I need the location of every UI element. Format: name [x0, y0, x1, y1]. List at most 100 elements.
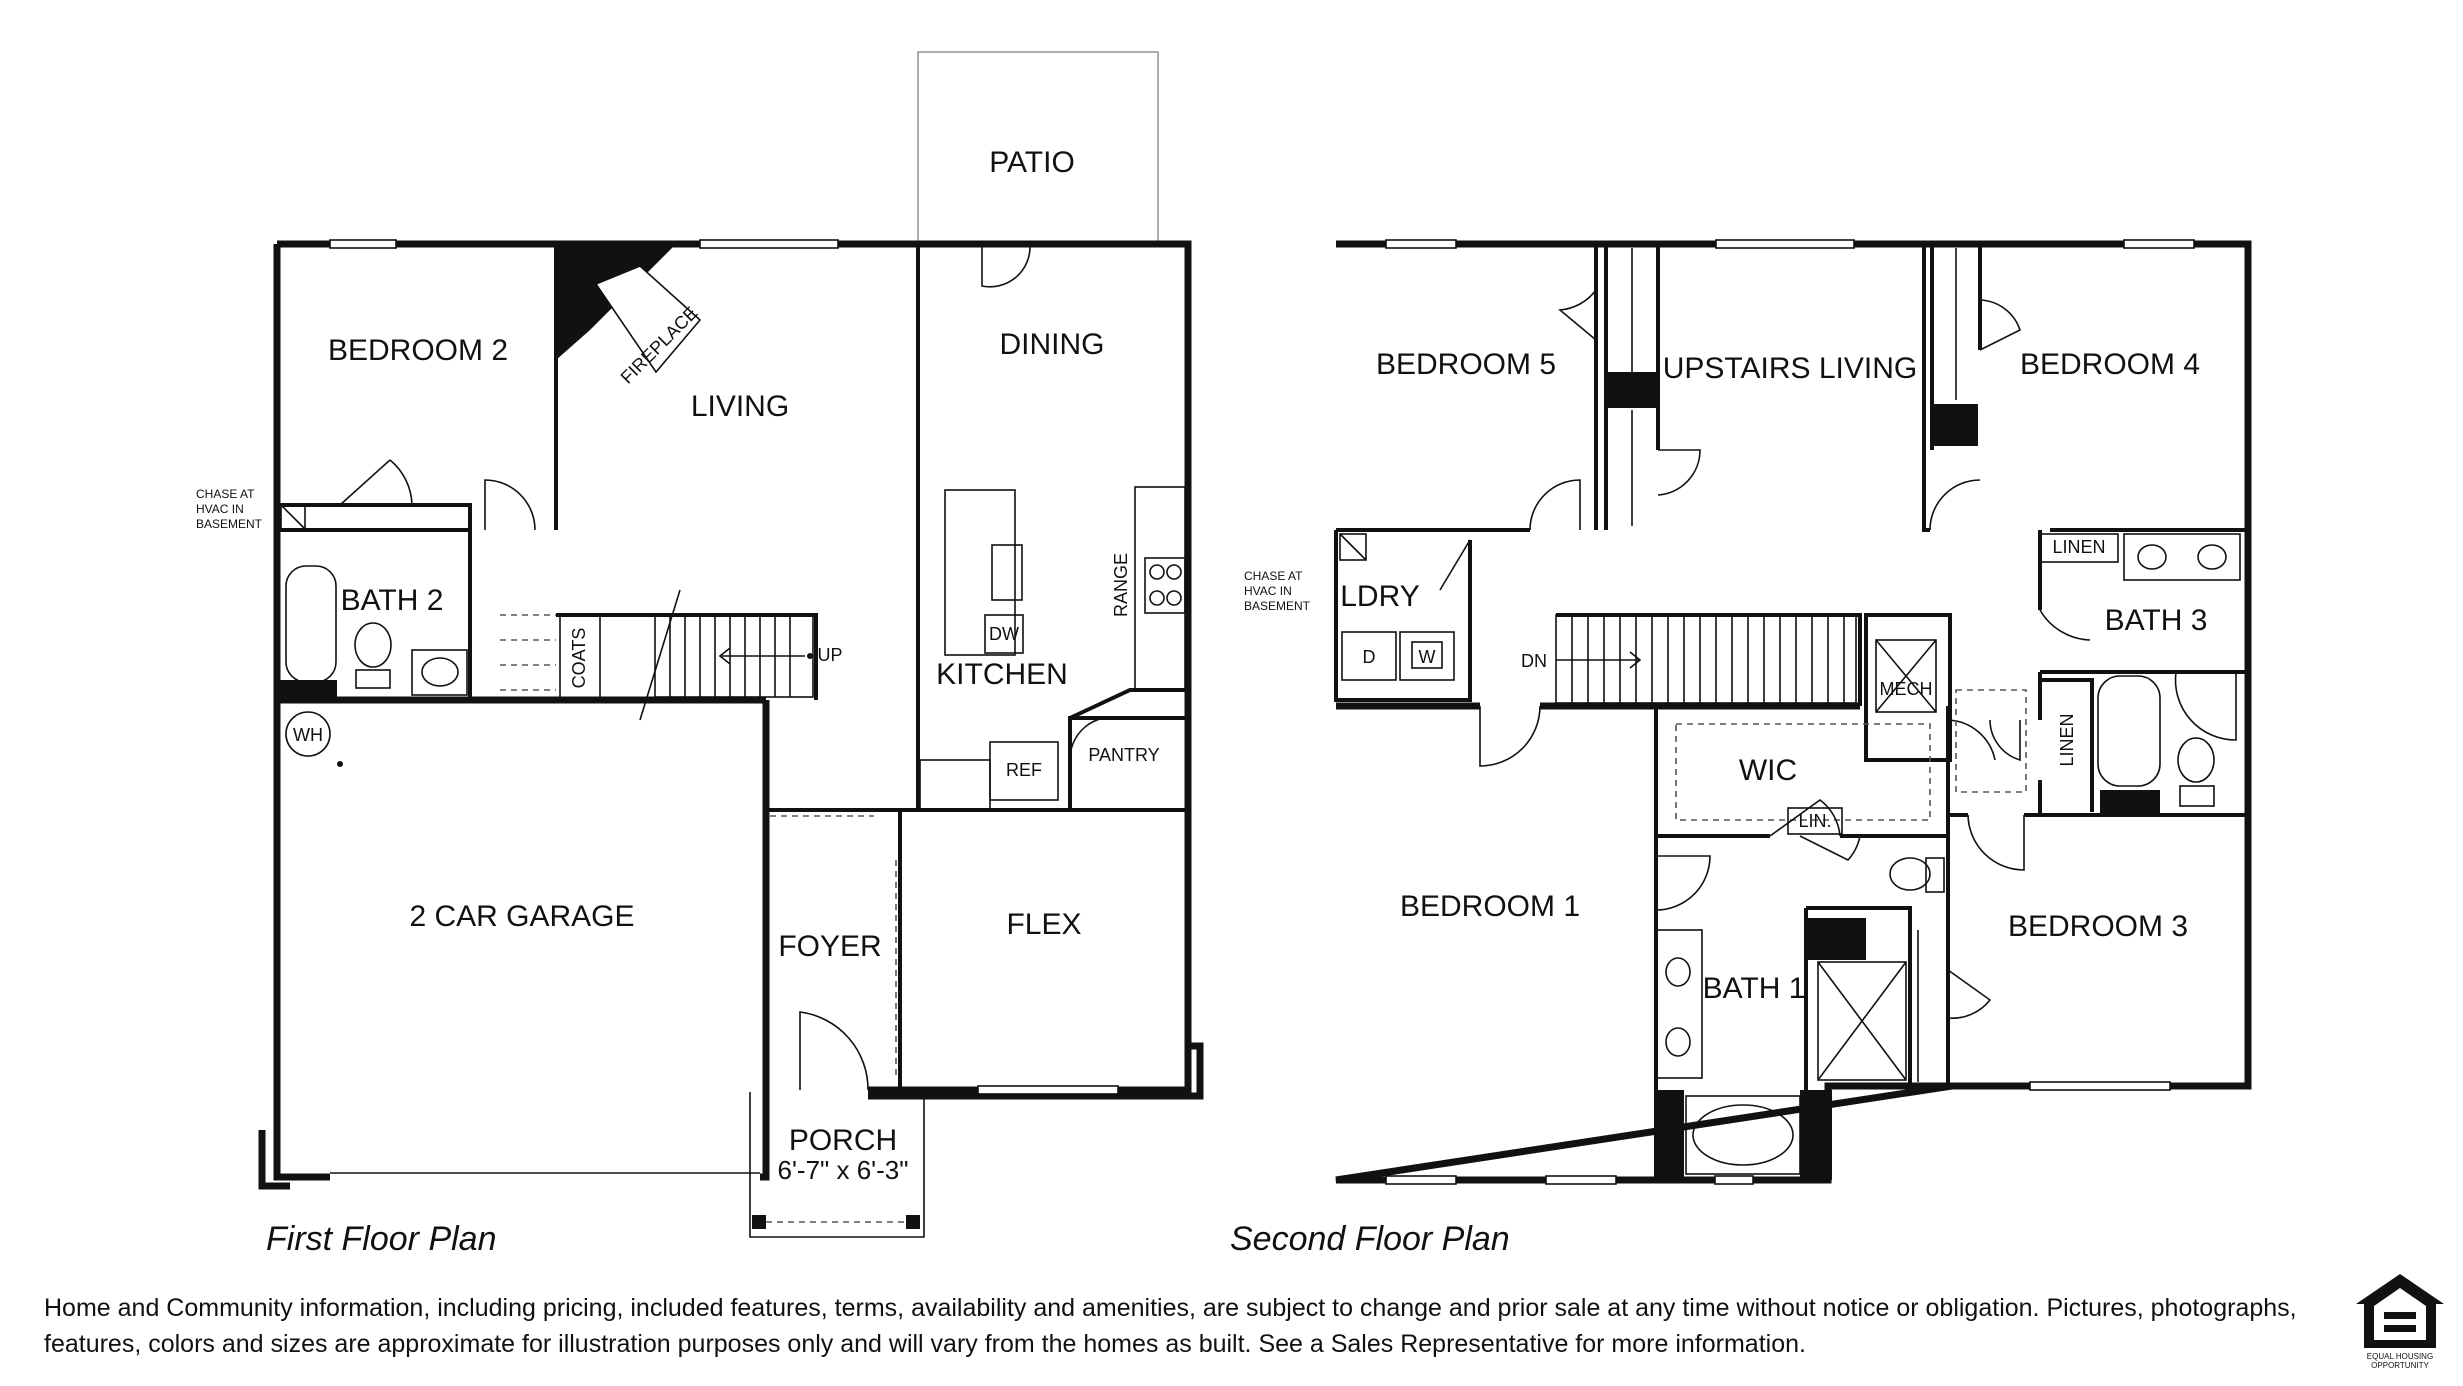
garage-wall	[273, 700, 770, 1181]
chase-note-line1: CHASE AT	[196, 487, 255, 501]
ldry-label: LDRY	[1340, 580, 1419, 613]
bedroom4-wall	[1922, 244, 2248, 532]
porch-post-left	[752, 1215, 766, 1229]
door-swing	[1657, 449, 1701, 496]
door-swing	[1947, 969, 1992, 1019]
window	[1715, 239, 1855, 249]
garage-stub-left	[258, 1130, 290, 1190]
dryer	[1341, 631, 1397, 681]
stairs-dn-label: DN	[1521, 651, 1547, 671]
fireplace-hearth	[594, 265, 702, 374]
door-swing	[1967, 814, 2025, 871]
lin-box	[1787, 807, 1843, 835]
range-label: RANGE	[1111, 553, 1131, 617]
dishwasher	[984, 614, 1024, 654]
linen-closet-3	[2040, 678, 2094, 812]
bath3-wall	[2038, 530, 2248, 817]
chase-box	[280, 504, 306, 530]
door-swing	[1929, 479, 1981, 531]
stairs-up-label: UP	[817, 645, 842, 665]
foyer-wall	[764, 700, 902, 1090]
sink	[1665, 1027, 1691, 1057]
equal-housing-opportunity-logo: EQUAL HOUSING OPPORTUNITY	[2356, 1274, 2444, 1370]
dryer-label: D	[1363, 647, 1376, 667]
sink	[1665, 957, 1691, 987]
sink	[421, 657, 459, 687]
door-swing	[1655, 855, 1711, 911]
chase-x	[280, 504, 306, 530]
porch-label: PORCH	[789, 1124, 897, 1157]
chase-box	[1339, 533, 1367, 561]
window	[1385, 1175, 1457, 1185]
hall-linen-dashed	[1955, 689, 2027, 793]
bedroom2-wall	[277, 244, 558, 532]
eho-line1: EQUAL HOUSING	[2367, 1352, 2433, 1361]
sink	[2197, 544, 2227, 570]
door-swing	[484, 479, 536, 531]
wall-block	[1800, 1090, 1832, 1180]
linen-top-box	[2039, 533, 2119, 563]
island-sink	[991, 544, 1023, 601]
door-swing	[981, 245, 1031, 288]
chase-note-line3: BASEMENT	[196, 517, 263, 531]
chase-note-line2: HVAC IN	[196, 502, 244, 516]
window	[2029, 1081, 2171, 1091]
foyer-label: FOYER	[778, 930, 881, 963]
door-swing	[799, 1011, 869, 1091]
first-floor-plan: FIREPLACE UP COATS WH	[196, 51, 1204, 1258]
door-swing	[1069, 716, 1121, 761]
wall-block	[1608, 372, 1658, 408]
porch-size-label: 6'-7" x 6'-3"	[778, 1155, 909, 1185]
chase-note-line3: BASEMENT	[1244, 599, 1311, 613]
wall-block	[1934, 404, 1978, 446]
dining-label: DINING	[1000, 328, 1105, 361]
wic-shelf	[1675, 723, 1931, 821]
hose-bib	[337, 761, 343, 767]
door-swing	[1479, 705, 1541, 767]
sink	[2137, 544, 2167, 570]
porch-post-right	[906, 1215, 920, 1229]
ldry-wall	[1334, 530, 1472, 702]
vanity	[2123, 533, 2241, 581]
mech-label: MECH	[1880, 679, 1933, 699]
closet-stair	[500, 614, 556, 691]
window	[329, 239, 397, 249]
lower-counter	[919, 759, 991, 811]
bedroom2-closet-wall	[277, 503, 472, 530]
door-swing	[1947, 719, 1996, 761]
chase-note-line1: CHASE AT	[1244, 569, 1303, 583]
bedroom5-label: BEDROOM 5	[1376, 348, 1556, 381]
pantry-label: PANTRY	[1088, 745, 1159, 765]
door-swing	[2039, 609, 2091, 641]
stair-wall	[556, 613, 818, 702]
vanity	[1655, 929, 1703, 1079]
ref-label: REF	[1006, 760, 1042, 780]
wic-label: WIC	[1739, 754, 1797, 787]
mech-wall	[1864, 613, 1952, 762]
door-swing	[2174, 671, 2237, 741]
door-swing	[1557, 289, 1597, 341]
coats-label: COATS	[569, 628, 589, 689]
window	[1714, 1175, 1754, 1185]
door-swing	[339, 459, 413, 506]
wall-block	[1656, 1090, 1684, 1180]
dw-label: DW	[989, 624, 1019, 644]
bedroom3-label: BEDROOM 3	[2008, 910, 2188, 943]
window	[977, 1085, 1119, 1095]
bath1-label: BATH 1	[1703, 972, 1806, 1005]
disclaimer-text: Home and Community information, includin…	[44, 1294, 2297, 1358]
second-floor-caption: Second Floor Plan	[1230, 1220, 1510, 1258]
counter	[1134, 486, 1186, 691]
linen-top-label: LINEN	[2052, 537, 2105, 557]
bath2-label: BATH 2	[341, 584, 444, 617]
door-swing	[1529, 479, 1581, 531]
lin-label: LIN.	[1798, 811, 1831, 831]
wh-label: WH	[293, 725, 323, 745]
toilet	[1889, 857, 1931, 891]
porch-outline	[749, 1092, 925, 1238]
door-swing	[1799, 835, 1861, 861]
toilet-tank	[355, 669, 391, 689]
toilet	[2177, 737, 2215, 783]
kitchen-label: KITCHEN	[936, 658, 1068, 691]
